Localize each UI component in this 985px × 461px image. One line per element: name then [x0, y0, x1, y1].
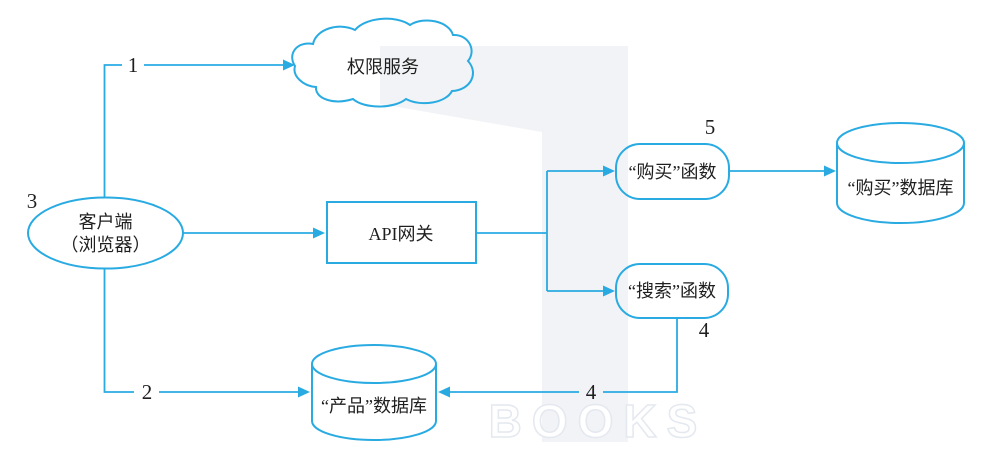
client-ellipse — [27, 196, 184, 270]
arrow-head-icon — [313, 227, 325, 239]
buy-function-label: “购买”函数 — [629, 162, 717, 182]
search-function-label: “搜索”函数 — [628, 281, 716, 301]
search-function-rect — [615, 263, 729, 319]
edge-line — [450, 318, 678, 393]
client-node: 客户端 （浏览器） 3 — [27, 189, 184, 270]
api-gateway-node: API网关 — [326, 201, 477, 264]
api-gateway-label: API网关 — [368, 224, 433, 244]
edge-client-auth: 1 — [103, 53, 295, 197]
edge-label-2: 2 — [142, 380, 153, 404]
product-database-cylinder-top — [311, 344, 437, 384]
client-marker-3: 3 — [27, 189, 38, 213]
arrow-head-icon — [438, 386, 450, 398]
buy-database-cylinder-top — [836, 122, 965, 164]
edge-label-4: 4 — [586, 380, 597, 404]
edge-api-searchfn — [547, 285, 615, 297]
edge-searchfn-productdb: 4 — [438, 318, 678, 404]
buy-function-rect — [615, 143, 730, 200]
edge-line — [103, 64, 284, 197]
edge-api-functions-trunk — [476, 171, 548, 291]
watermark-shape — [380, 46, 628, 442]
search-function-node: “搜索”函数 4 — [615, 263, 729, 342]
auth-service-label: 权限服务 — [347, 57, 419, 77]
auth-service-node: 权限服务 — [291, 17, 474, 108]
edge-client-productdb: 2 — [103, 269, 310, 404]
client-label-line2: （浏览器） — [61, 235, 151, 255]
cloud-shape — [291, 17, 474, 108]
buy-function-node: “购买”函数 5 — [615, 115, 730, 200]
watermark-text: BOOKS — [489, 395, 708, 447]
arrow-head-icon — [298, 386, 310, 398]
edge-line — [103, 269, 298, 393]
product-database-node: “产品”数据库 — [311, 344, 437, 441]
product-database-label: “产品”数据库 — [321, 396, 427, 416]
arrow-head-icon — [283, 59, 295, 71]
edge-api-buyfn — [547, 165, 615, 177]
buy-function-marker-5: 5 — [705, 115, 716, 139]
arrow-head-icon — [603, 285, 615, 297]
edge-line — [476, 171, 548, 291]
edge-label-1: 1 — [128, 53, 139, 77]
product-database-cylinder — [311, 364, 437, 441]
edge-buyfn-buydb — [729, 165, 836, 177]
watermark: BOOKS — [380, 46, 708, 448]
buy-database-cylinder — [836, 143, 965, 224]
arrow-head-icon — [824, 165, 836, 177]
arrow-head-icon — [603, 165, 615, 177]
buy-database-node: “购买”数据库 — [836, 122, 965, 224]
search-function-marker-4: 4 — [699, 318, 710, 342]
client-label-line1: 客户端 — [79, 212, 133, 232]
buy-database-label: “购买”数据库 — [848, 178, 954, 198]
edge-client-api — [183, 227, 325, 239]
api-gateway-rect — [326, 201, 477, 264]
